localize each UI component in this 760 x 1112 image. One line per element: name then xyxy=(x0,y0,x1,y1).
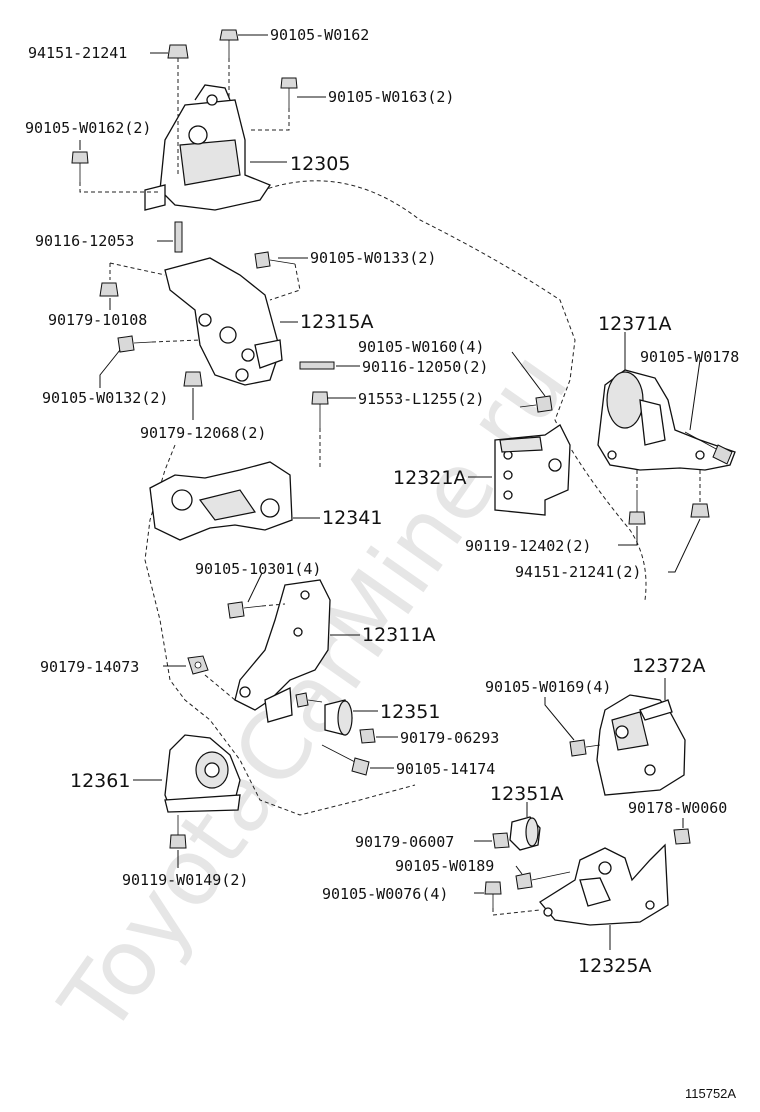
part-12341-engine-mounting-bracket xyxy=(149,461,293,541)
label-12351: 12351 xyxy=(380,701,440,723)
label-12311A: 12311A xyxy=(362,624,435,646)
label-12372A: 12372A xyxy=(632,655,705,677)
label-12341: 12341 xyxy=(322,507,382,529)
bolt-90105-W0162 xyxy=(219,29,239,58)
label-90119-W0149-2: 90119-W0149(2) xyxy=(122,871,248,889)
label-90105-10301-4: 90105-10301(4) xyxy=(195,560,321,578)
nut-90178-W0060 xyxy=(673,828,691,845)
bolt-91553-L1255 xyxy=(311,391,329,428)
label-90116-12053: 90116-12053 xyxy=(35,232,134,250)
label-12361: 12361 xyxy=(70,770,130,792)
part-12351-insulator-bushing xyxy=(324,699,353,736)
label-90179-06293: 90179-06293 xyxy=(400,729,499,747)
leader-90105-10301-4 xyxy=(247,572,263,603)
bolt-90105-W0189 xyxy=(515,871,571,890)
dash-90105-W0132 xyxy=(151,339,201,343)
dash-90105-W0162-2 xyxy=(79,182,160,193)
bolt-90119-W0149 xyxy=(169,815,187,849)
label-90179-10108: 90179-10108 xyxy=(48,311,147,329)
dash-90105-10301 xyxy=(261,603,286,607)
label-12325A: 12325A xyxy=(578,955,651,977)
leader-90119-12402-2 xyxy=(618,526,638,546)
label-90105-W0163-2: 90105-W0163(2) xyxy=(328,88,454,106)
dash-90179-14073 xyxy=(204,674,236,701)
label-94151-21241: 94151-21241 xyxy=(28,44,127,62)
nut-94151-21241-2 xyxy=(690,503,710,518)
dash-90179-10108 xyxy=(109,262,166,280)
label-12321A: 12321A xyxy=(393,467,466,489)
label-90116-12050-2: 90116-12050(2) xyxy=(362,358,488,376)
label-90105-W0160-4: 90105-W0160(4) xyxy=(358,338,484,356)
bolt-90105-W0169 xyxy=(569,739,601,757)
label-90119-12402-2: 90119-12402(2) xyxy=(465,537,591,555)
part-12372A-engine-mount-insulator xyxy=(596,694,686,796)
part-12311A-engine-mounting-bracket xyxy=(234,579,331,723)
bolt-90105-10301 xyxy=(227,601,263,619)
part-12351A-insulator-bushing xyxy=(509,816,541,851)
label-90179-06007: 90179-06007 xyxy=(355,833,454,851)
nut-90179-14073 xyxy=(187,655,209,675)
label-90179-14073: 90179-14073 xyxy=(40,658,139,676)
stud-90116-12050 xyxy=(299,361,335,370)
label-12371A: 12371A xyxy=(598,313,671,335)
label-12351A: 12351A xyxy=(490,783,563,805)
part-12321A-engine-mounting-bracket xyxy=(494,424,571,516)
bolt-90105-W0162-2 xyxy=(71,151,89,182)
label-90105-W0178: 90105-W0178 xyxy=(640,348,739,366)
label-91553-L1255-2: 91553-L1255(2) xyxy=(358,390,484,408)
nut-90179-06293 xyxy=(359,728,376,744)
bolt-90119-12402 xyxy=(628,490,646,525)
bolt-small-12351 xyxy=(295,692,323,708)
bolt-90105-14174 xyxy=(321,744,370,776)
label-90105-W0076-4: 90105-W0076(4) xyxy=(322,885,448,903)
bolt-90105-W0178 xyxy=(684,431,733,465)
label-90105-W0132-2: 90105-W0132(2) xyxy=(42,389,168,407)
nut-90179-10108 xyxy=(99,282,119,297)
dash-90105-W0076 xyxy=(492,908,541,916)
leader-90105-W0132-2 xyxy=(99,349,121,388)
dash-90105-W0133 xyxy=(269,263,301,301)
bolt-90105-W0133 xyxy=(254,251,296,269)
leader-90105-W0169-4 xyxy=(544,697,575,741)
bolt-90105-W0163 xyxy=(280,77,298,108)
dash-90105-W0163 xyxy=(250,108,290,131)
bolt-90105-W0076 xyxy=(484,881,502,908)
label-90178-W0060: 90178-W0060 xyxy=(628,799,727,817)
part-12315A-engine-mounting-bracket xyxy=(164,257,283,386)
leader-90105-W0160-4 xyxy=(511,351,546,397)
label-12305: 12305 xyxy=(290,153,350,175)
part-12371A-engine-mount-insulator xyxy=(597,369,736,471)
nut-90179-06007 xyxy=(492,832,510,849)
stud-90116-12053 xyxy=(174,221,183,253)
engine-outline xyxy=(144,180,647,816)
part-12325A-engine-mounting-bracket xyxy=(539,843,669,926)
label-90105-W0133-2: 90105-W0133(2) xyxy=(310,249,436,267)
part-12305-engine-mount-insulator xyxy=(144,84,271,211)
nut-90179-12068 xyxy=(183,371,203,387)
leader-94151-21241-2 xyxy=(668,518,701,573)
part-12361-engine-mount-insulator xyxy=(164,734,241,813)
label-90179-12068-2: 90179-12068(2) xyxy=(140,424,266,442)
label-90105-W0162: 90105-W0162 xyxy=(270,26,369,44)
bolt-90105-W0132 xyxy=(117,335,153,353)
label-90105-W0162-2: 90105-W0162(2) xyxy=(25,119,151,137)
leader-90105-W0178 xyxy=(689,359,701,431)
label-12315A: 12315A xyxy=(300,311,373,333)
label-90105-W0189: 90105-W0189 xyxy=(395,857,494,875)
label-90105-W0169-4: 90105-W0169(4) xyxy=(485,678,611,696)
label-90105-14174: 90105-14174 xyxy=(396,760,495,778)
leader-90105-W0189 xyxy=(515,865,523,875)
bolt-90105-W0160 xyxy=(519,395,553,413)
label-94151-21241-2: 94151-21241(2) xyxy=(515,563,641,581)
nut-94151-21241 xyxy=(167,44,189,59)
diagram-code: 115752A xyxy=(685,1086,736,1101)
